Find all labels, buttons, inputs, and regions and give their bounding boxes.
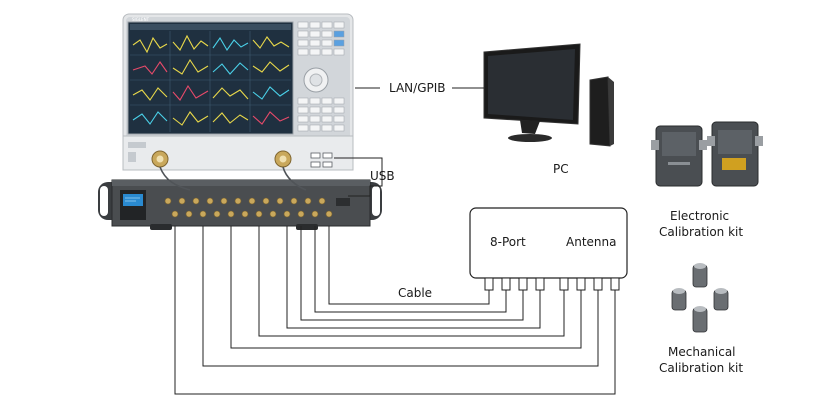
mcal-label-line1: Mechanical [668,345,736,359]
ecal-label-line2: Calibration kit [659,225,743,239]
cable-label: Cable [398,286,432,300]
switch-matrix [98,179,382,230]
dut-antenna-label: Antenna [566,235,616,249]
ecal-label-line1: Electronic [670,209,729,223]
switch-display [123,194,143,206]
usb-line [334,157,383,197]
dut-connectors [484,277,620,291]
lan-gpib-label: LAN/GPIB [389,81,446,95]
vna-keypad [297,21,345,132]
vna-brand: SIGLENT [132,17,150,22]
dut-port-label: 8-Port [490,235,526,249]
vna-traces [132,34,290,126]
pc: PC [483,43,614,176]
mechanical-calibration-kit: Mechanical Calibration kit [659,263,743,375]
electronic-calibration-kit: Electronic Calibration kit [651,121,763,239]
vna-jumper-cables [159,166,307,191]
switch-rf-ports [164,197,333,218]
vna-usb-ports [310,152,333,168]
pc-label: PC [553,162,569,176]
vna-screen-grid [130,31,291,132]
dut-box: 8-Port Antenna [469,207,628,291]
rf-cables [174,226,616,395]
network-analyzer: SIGLENT [122,13,354,171]
usb-label: USB [370,169,395,183]
vna-port-1 [151,150,169,168]
vna-port-2 [274,150,292,168]
mcal-label-line2: Calibration kit [659,361,743,375]
